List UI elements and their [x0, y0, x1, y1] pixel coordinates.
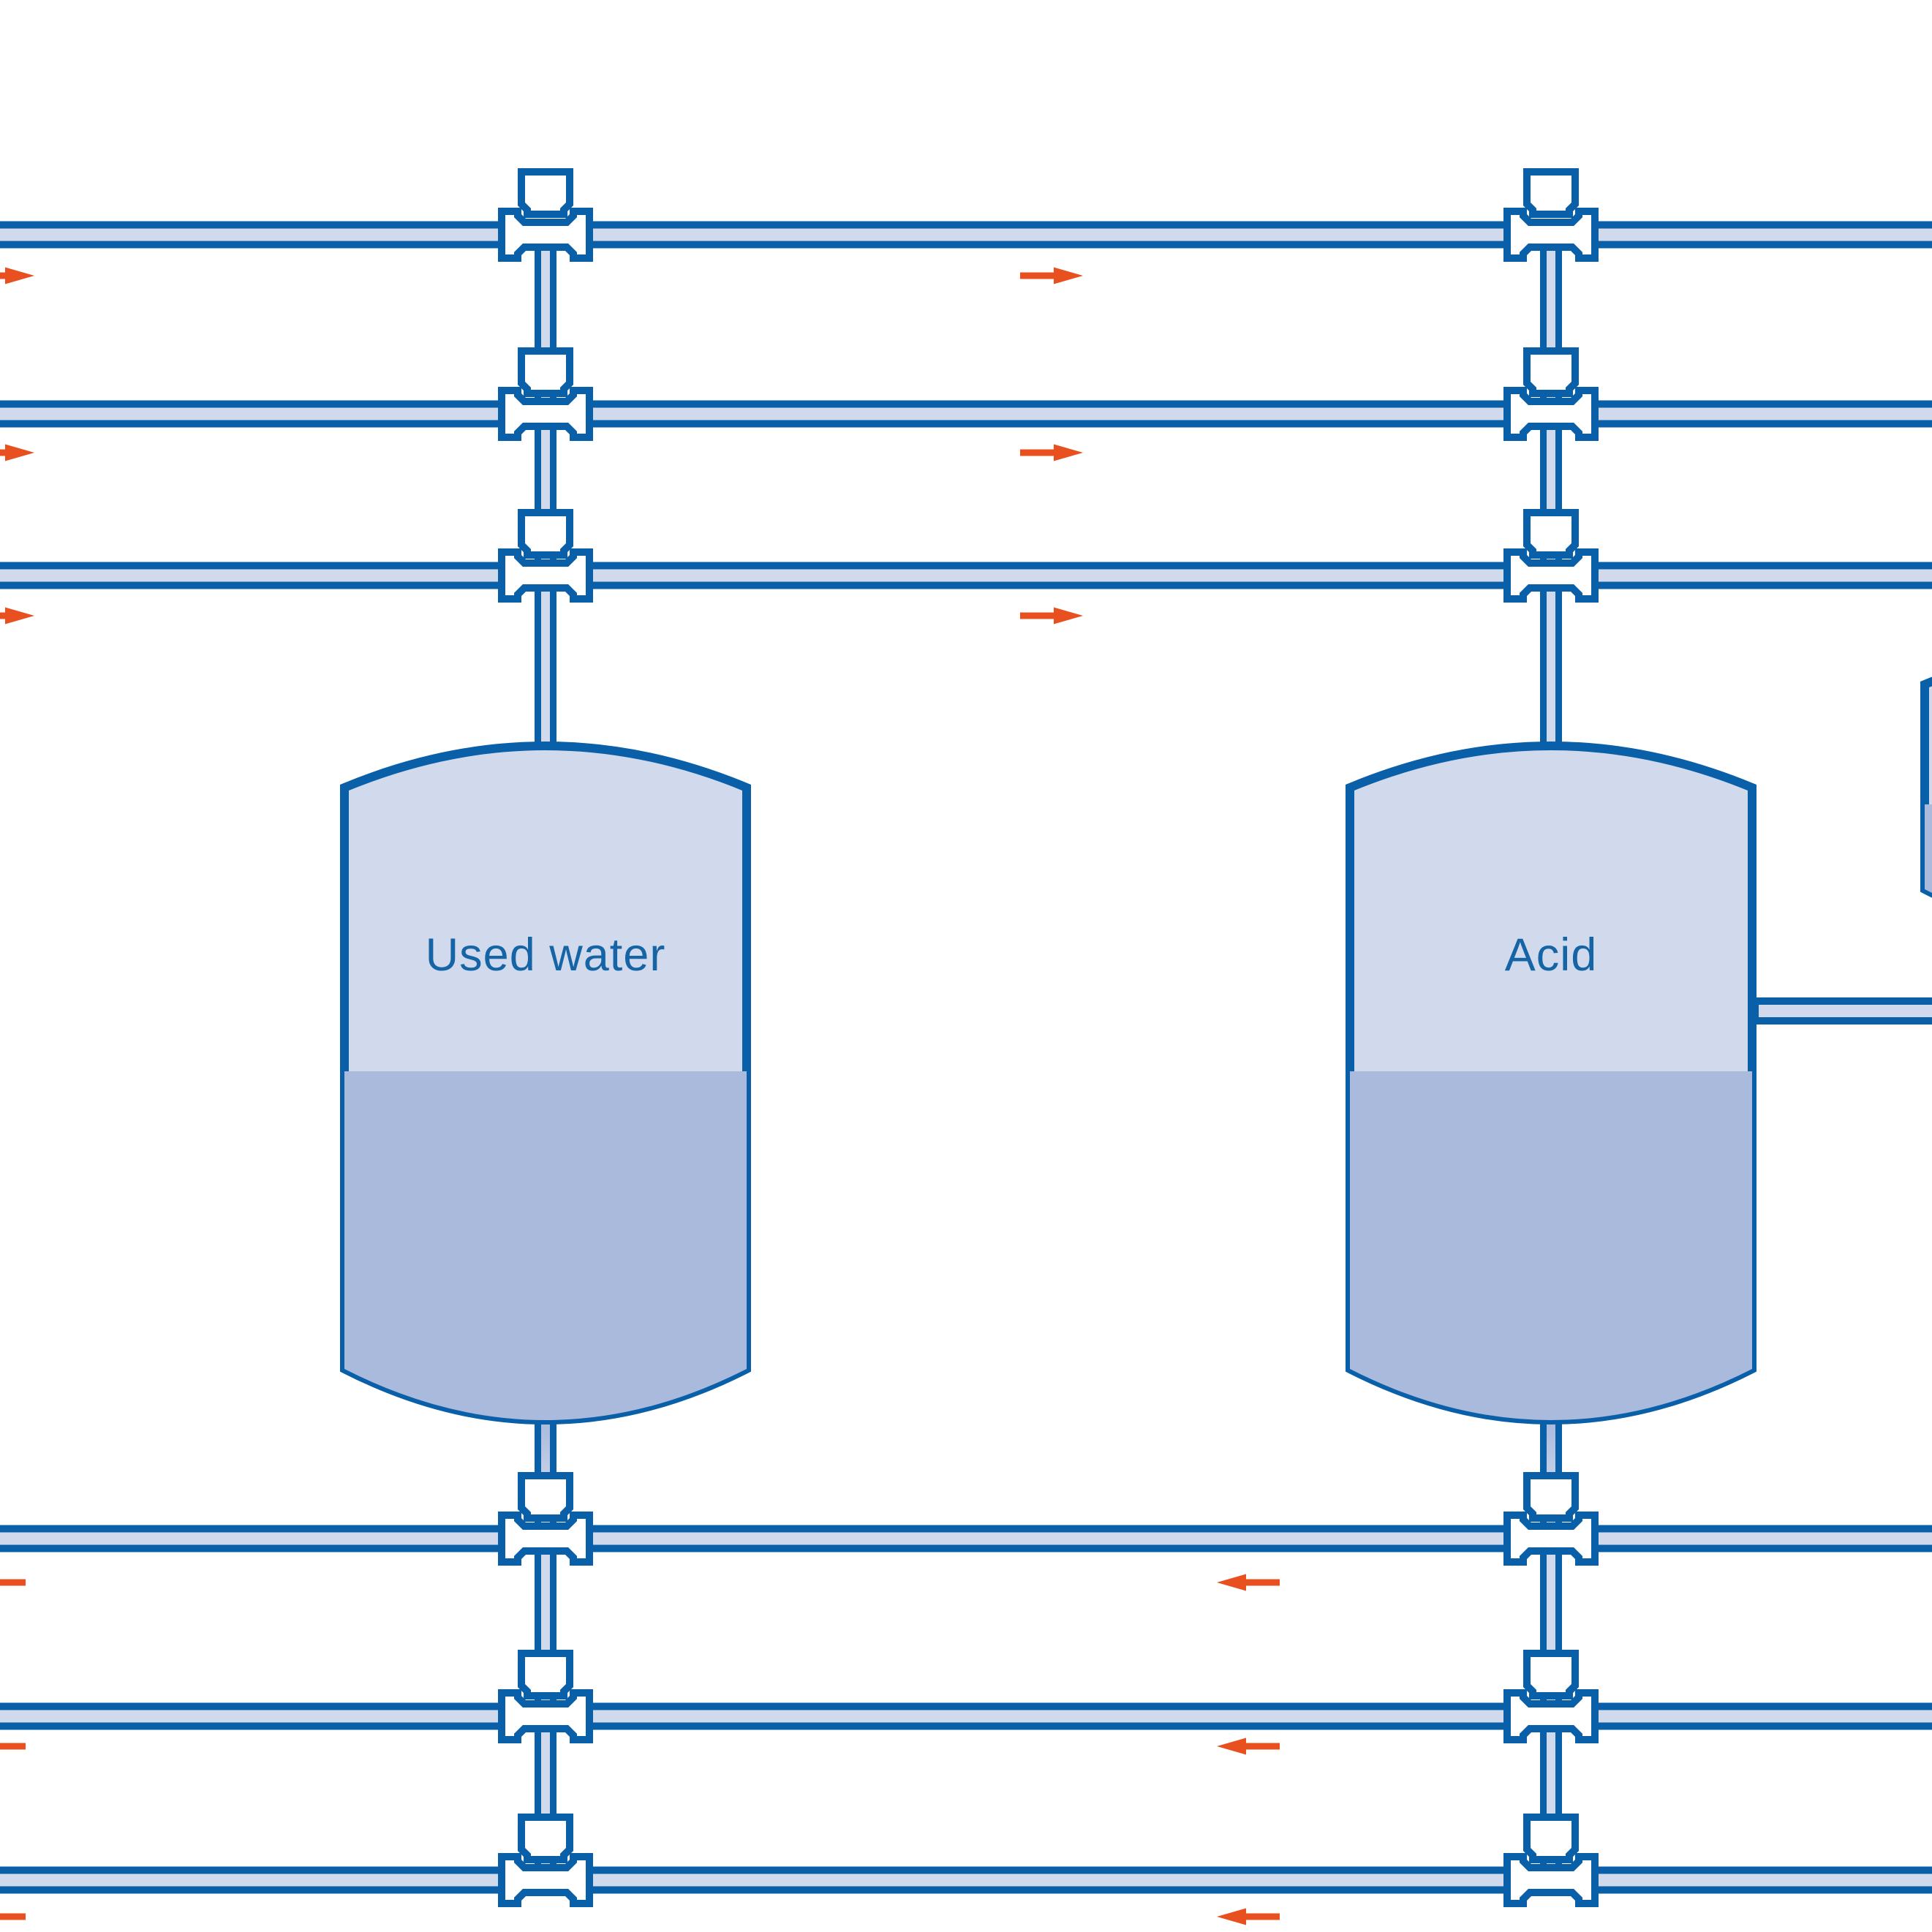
flow-arrow-right-icon: [0, 444, 34, 461]
valve-handle: [518, 509, 573, 559]
valve-handle: [518, 347, 573, 397]
flow-arrow-right-icon: [1020, 267, 1083, 284]
valve: [498, 347, 593, 441]
valve-column-left: [498, 168, 593, 1907]
supply-line-2: [0, 400, 1932, 428]
partial-vessel-shell: [1920, 676, 1932, 898]
valve-handle: [1523, 1472, 1579, 1522]
return-line-1: [0, 1525, 1932, 1552]
flow-arrow-left-icon: [0, 1574, 26, 1591]
used-water-tank-label: Used water: [426, 929, 666, 981]
valve-body: [1503, 548, 1599, 603]
valve: [498, 1472, 593, 1566]
valve-handle: [1523, 347, 1579, 397]
valve: [1503, 1650, 1599, 1743]
valve: [498, 1650, 593, 1743]
valve-handle: [518, 1472, 573, 1522]
valve-handle: [518, 168, 573, 218]
valve-body: [498, 208, 593, 262]
valve-handle: [1523, 509, 1579, 559]
valve: [498, 509, 593, 603]
valve-body: [1503, 1853, 1599, 1907]
flow-arrow-left-icon: [1217, 1908, 1280, 1925]
valve-body: [498, 1689, 593, 1743]
return-line-2: [0, 1702, 1932, 1730]
valve-body: [498, 387, 593, 441]
used-water-tank: Used water: [340, 742, 751, 1425]
flow-arrow-left-icon: [0, 1908, 26, 1925]
return-line-3: [0, 1866, 1932, 1894]
valve-body: [1503, 1689, 1599, 1743]
flow-arrow-left-icon: [1217, 1574, 1280, 1591]
acid-tank-liquid: [1350, 1071, 1752, 1420]
flow-arrow-right-icon: [1020, 444, 1083, 461]
valve: [498, 1814, 593, 1907]
valve-body: [498, 1853, 593, 1907]
valve-handle: [1523, 1650, 1579, 1699]
valve-body: [498, 548, 593, 603]
valve-handle: [518, 1650, 573, 1699]
valve-body: [1503, 208, 1599, 262]
valve-body: [498, 1512, 593, 1566]
used-water-tank-liquid: [344, 1071, 747, 1420]
flow-arrow-right-icon: [0, 607, 34, 624]
partial-vessel-right-edge: [1920, 676, 1932, 940]
distribution-pipes: [0, 221, 1932, 1894]
valve-column-right: [1503, 168, 1599, 1907]
supply-line-3: [0, 562, 1932, 589]
valve-handle: [518, 1814, 573, 1863]
valve: [498, 168, 593, 262]
valve: [1503, 509, 1599, 603]
valve: [1503, 1814, 1599, 1907]
valve: [1503, 1472, 1599, 1566]
partial-vessel-liquid: [1925, 804, 1932, 940]
flow-arrow-right-icon: [0, 267, 34, 284]
valve-handle: [1523, 1814, 1579, 1863]
valve: [1503, 168, 1599, 262]
valve-body: [1503, 1512, 1599, 1566]
supply-line-1: [0, 221, 1932, 249]
acid-tank: Acid: [1346, 742, 1756, 1425]
flow-arrow-left-icon: [1217, 1737, 1280, 1755]
flow-arrow-left-icon: [0, 1737, 26, 1755]
valve: [1503, 347, 1599, 441]
flow-arrow-right-icon: [1020, 607, 1083, 624]
acid-tank-label: Acid: [1505, 929, 1598, 981]
valve-handle: [1523, 168, 1579, 218]
tank-outlet-drain-shading: [541, 1422, 1555, 1503]
acid-tank-side-outlet-pipe: [1751, 997, 1932, 1025]
valve-body: [1503, 387, 1599, 441]
